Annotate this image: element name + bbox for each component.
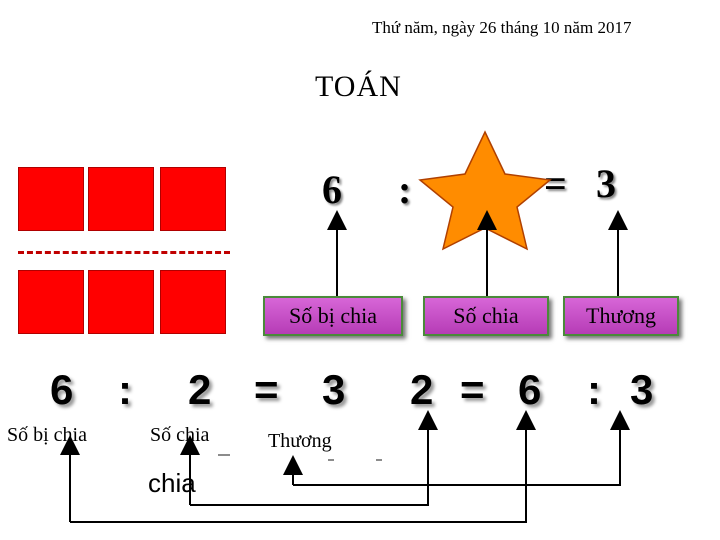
date-header: Thứ năm, ngày 26 tháng 10 năm 2017	[372, 18, 632, 37]
red-square	[88, 167, 154, 231]
eq-quotient: 3	[322, 366, 346, 413]
term-box-dividend: Số bị chia	[263, 296, 403, 336]
eq-dividend: 6	[50, 366, 74, 413]
top-result: 3	[596, 161, 616, 206]
eq2-divisor: 2	[410, 366, 434, 413]
eq2-equals: =	[460, 366, 485, 413]
label-chia: chia	[148, 468, 196, 498]
star-icon	[418, 130, 552, 251]
red-square	[160, 270, 226, 334]
label-quotient: Thương	[268, 430, 332, 452]
page-title: TOÁN	[315, 70, 402, 103]
red-square	[88, 270, 154, 334]
red-square	[160, 167, 226, 231]
term-box-quotient: Thương	[563, 296, 679, 336]
eq-division-sign: :	[118, 366, 132, 413]
top-equals: =	[544, 161, 567, 206]
eq2-quotient: 3	[630, 366, 654, 413]
label-divisor: Số chia	[150, 424, 210, 446]
top-dividend: 6	[322, 167, 342, 212]
red-square	[18, 167, 84, 231]
label-dividend: Số bị chia	[7, 424, 87, 446]
term-box-divisor: Số chia	[423, 296, 549, 336]
red-square	[18, 270, 84, 334]
eq2-dividend: 6	[518, 366, 542, 413]
eq-equals: =	[254, 366, 279, 413]
eq2-division-sign: :	[587, 366, 601, 413]
top-division-sign: :	[398, 167, 412, 212]
dashed-divider	[18, 251, 230, 254]
eq-divisor: 2	[188, 366, 212, 413]
